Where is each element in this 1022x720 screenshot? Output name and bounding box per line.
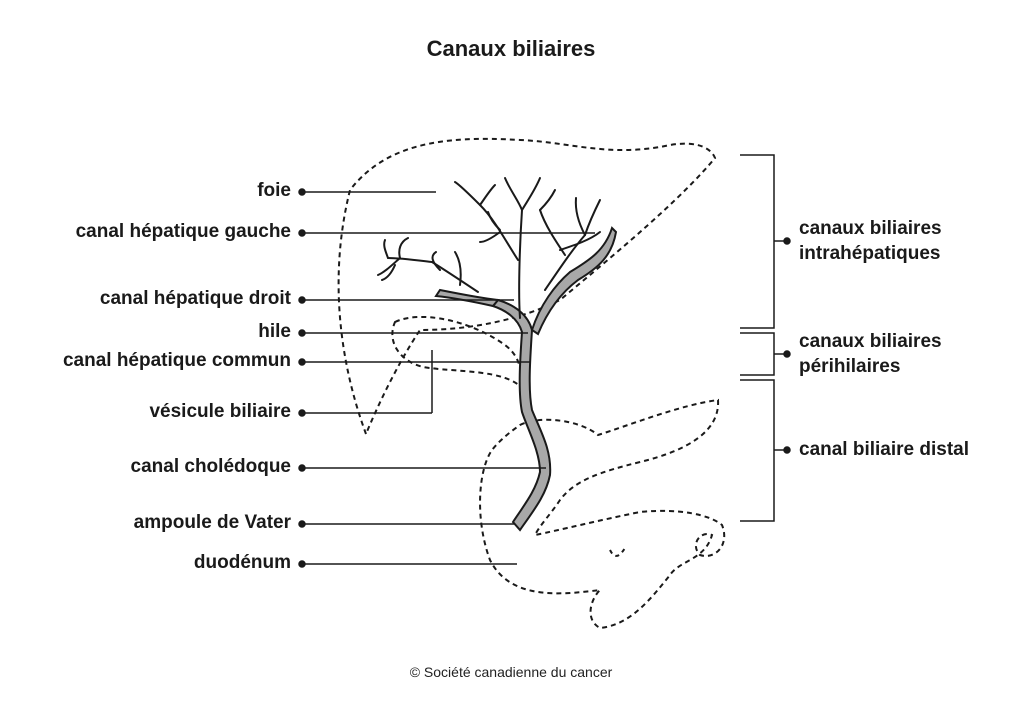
group-perihilaires: canaux biliaires périhilaires: [799, 329, 942, 379]
pancreatic-curl: [609, 547, 626, 557]
right-hepatic-duct: [434, 288, 500, 308]
diagram-title: Canaux biliaires: [426, 36, 596, 61]
left-hepatic-duct: [530, 226, 618, 336]
group-intrahepatiques: canaux biliaires intrahépatiques: [799, 216, 942, 266]
intrahepatic-branches: [377, 177, 601, 319]
right-brackets: [740, 154, 791, 522]
label-ampoule-de-vater: ampoule de Vater: [133, 512, 291, 533]
group-distal: canal biliaire distal: [799, 437, 969, 462]
group-perihilaires-line1: canaux biliaires: [799, 331, 942, 352]
copyright-credit: © Société canadienne du cancer: [409, 664, 613, 680]
label-foie: foie: [257, 180, 291, 201]
group-intrahepatiques-line2: intrahépatiques: [799, 243, 941, 264]
group-perihilaires-line2: périhilaires: [799, 356, 901, 377]
label-canal-hepatique-droit: canal hépatique droit: [99, 288, 291, 309]
label-canal-hepatique-commun: canal hépatique commun: [62, 350, 291, 371]
duodenum-outline: [479, 398, 726, 630]
label-hile: hile: [258, 321, 291, 342]
liver-outline: [337, 137, 717, 437]
label-canal-choledoque: canal cholédoque: [130, 456, 291, 477]
gallbladder-outline: [391, 316, 524, 392]
group-distal-line1: canal biliaire distal: [799, 439, 970, 460]
label-duodenum: duodénum: [193, 552, 291, 573]
label-vesicule-biliaire: vésicule biliaire: [149, 401, 291, 422]
group-intrahepatiques-line1: canaux biliaires: [799, 218, 942, 239]
common-bile-duct: [491, 298, 552, 532]
label-canal-hepatique-gauche: canal hépatique gauche: [75, 221, 291, 242]
leader-lines: [298, 188, 595, 568]
